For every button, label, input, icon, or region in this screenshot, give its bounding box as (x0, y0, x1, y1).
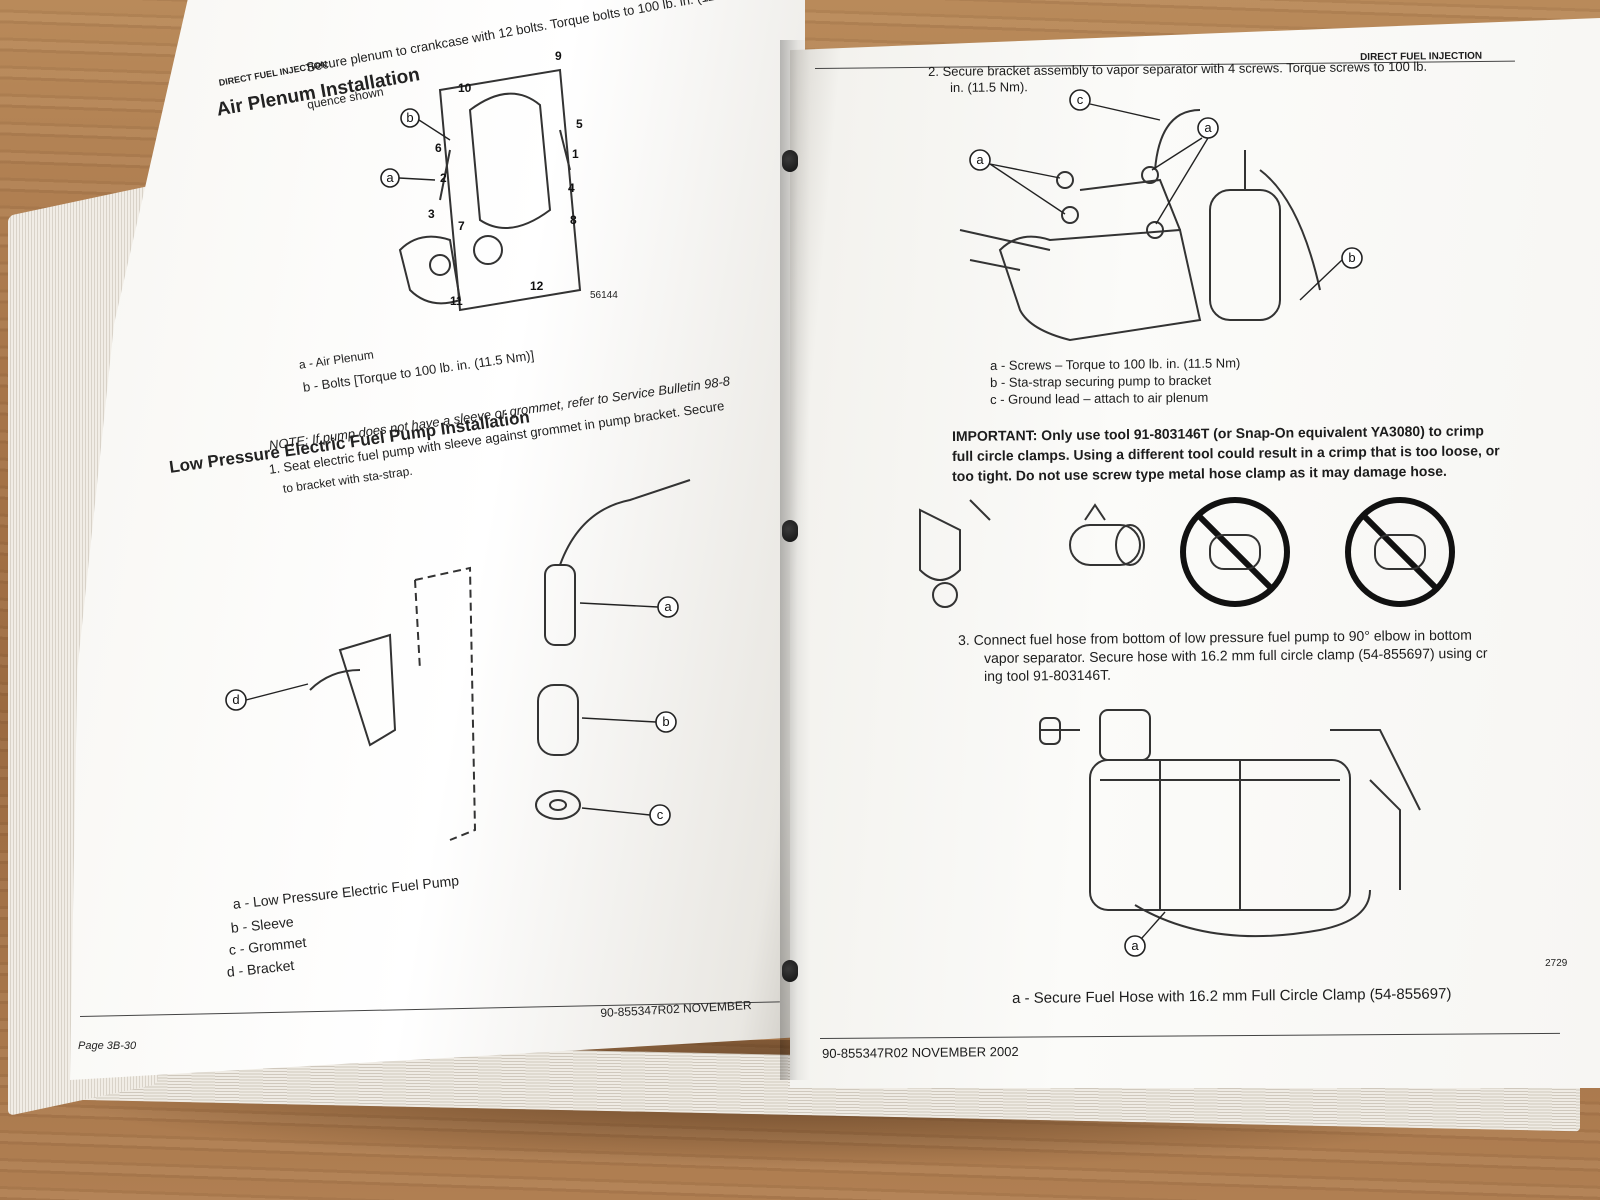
figure2-legend-d: d - Bracket (226, 956, 296, 980)
figure2-legend-c: c - Grommet (228, 933, 308, 958)
figure3-legend-a: a - Screws – Torque to 100 lb. in. (11.5… (990, 355, 1241, 373)
binding-gutter (780, 40, 810, 1080)
bolt-number: 1 (572, 147, 579, 161)
figure-number: 2729 (1545, 957, 1568, 969)
bolt-number: 11 (450, 294, 463, 308)
right-footer-doc: 90-855347R02 NOVEMBER 2002 (822, 1043, 1019, 1061)
vapor-separator-illustration: a (1039, 709, 1421, 957)
figure2-legend-b: b - Sleeve (230, 913, 295, 936)
svg-text:a: a (386, 170, 394, 185)
prohibited-screw-clamp-icon (1345, 497, 1455, 607)
callout-b: b (1348, 250, 1355, 265)
bolt-number: 5 (576, 117, 583, 131)
figure-number: 56144 (590, 290, 618, 301)
callout-a: a (1131, 938, 1139, 953)
prohibited-screw-clamp-icon (1180, 497, 1290, 607)
bolt-number: 9 (555, 49, 562, 63)
callout-d: d (232, 692, 239, 707)
callout-b: b (662, 714, 669, 729)
left-footer-doc: 90-855347R02 NOVEMBER (600, 998, 752, 1020)
left-page-number: Page 3B-30 (78, 1040, 137, 1052)
bolt-number: 6 (435, 141, 442, 155)
figure3-legend-c: c - Ground lead – attach to air plenum (990, 389, 1209, 407)
bracket-assembly-illustration: c a a b (959, 89, 1363, 342)
fuel-pump-illustration: a b c d (225, 479, 691, 841)
bolt-number: 10 (458, 81, 472, 95)
clamp-crimp-icon (1069, 503, 1145, 566)
callout-a: a (1204, 120, 1212, 135)
callout-a: a (664, 599, 672, 614)
bolt-number: 7 (458, 219, 465, 233)
svg-text:b: b (406, 110, 413, 125)
binder-ring (782, 520, 798, 542)
left-page (70, 0, 805, 1080)
callout-a: a (976, 152, 984, 167)
bolt-number: 12 (530, 279, 544, 293)
air-plenum-illustration: 10 9 6 5 1 2 3 4 7 8 11 12 b a (380, 49, 583, 312)
callout-c: c (657, 807, 664, 822)
bolt-number: 3 (428, 207, 435, 221)
clamp-icons-row (919, 497, 1455, 608)
binder-ring (782, 150, 798, 172)
figure3-legend-b: b - Sta-strap securing pump to bracket (990, 372, 1212, 390)
callout-c: c (1077, 92, 1084, 107)
figure1-legend-a: a - Air Plenum (298, 347, 375, 372)
binder-ring (782, 960, 798, 982)
bolt-number: 8 (570, 213, 577, 227)
step3-text-continued: ing tool 91-803146T. (984, 666, 1112, 684)
bolt-number: 4 (568, 181, 575, 195)
bolt-number: 2 (440, 171, 447, 185)
